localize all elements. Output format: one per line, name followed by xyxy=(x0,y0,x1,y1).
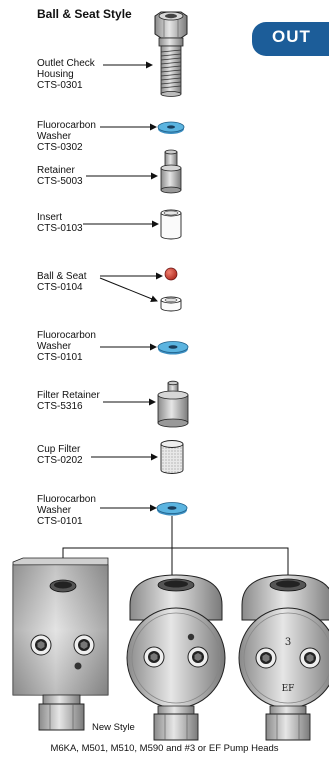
arrow-seat xyxy=(99,277,158,303)
label-ball-seat: Ball & Seat CTS-0104 xyxy=(37,271,87,293)
pump-head-round-icon xyxy=(126,574,226,741)
insert-icon xyxy=(160,209,182,240)
label-filter-retainer: Filter Retainer CTS-5316 xyxy=(37,390,100,412)
fluorocarbon-washer-2-icon xyxy=(157,341,189,355)
out-tab-label: OUT xyxy=(272,27,311,46)
out-tab xyxy=(252,22,329,56)
label-fluorocarbon-washer-2: Fluorocarbon Washer CTS-0101 xyxy=(37,330,96,363)
pump-heads-caption: M6KA, M501, M510, M590 and #3 or EF Pump… xyxy=(50,743,279,754)
label-cup-filter: Cup Filter CTS-0202 xyxy=(37,444,83,466)
fluorocarbon-washer-1-icon xyxy=(157,121,185,134)
pump-head-new-style-icon xyxy=(12,557,109,731)
filter-retainer-icon xyxy=(157,380,189,428)
retainer-icon xyxy=(160,149,182,194)
label-fluorocarbon-washer-1: Fluorocarbon Washer CTS-0302 xyxy=(37,120,96,153)
new-style-label: New Style xyxy=(92,722,135,733)
ef-number-label: 3 xyxy=(285,637,291,648)
ef-label: EF xyxy=(282,684,295,694)
fluorocarbon-washer-3-icon xyxy=(156,502,188,516)
label-insert: Insert CTS-0103 xyxy=(37,212,83,234)
label-outlet-check-housing: Outlet Check Housing CTS-0301 xyxy=(37,58,95,91)
pump-head-ef-icon: 3 EF xyxy=(238,574,329,741)
diagram-title: Ball & Seat Style xyxy=(37,7,132,21)
outlet-check-housing-icon xyxy=(154,11,188,97)
cup-filter-icon xyxy=(160,440,184,474)
ball-icon xyxy=(164,267,178,281)
label-fluorocarbon-washer-3: Fluorocarbon Washer CTS-0101 xyxy=(37,494,96,527)
label-retainer: Retainer CTS-5003 xyxy=(37,165,83,187)
seat-icon xyxy=(160,296,182,312)
